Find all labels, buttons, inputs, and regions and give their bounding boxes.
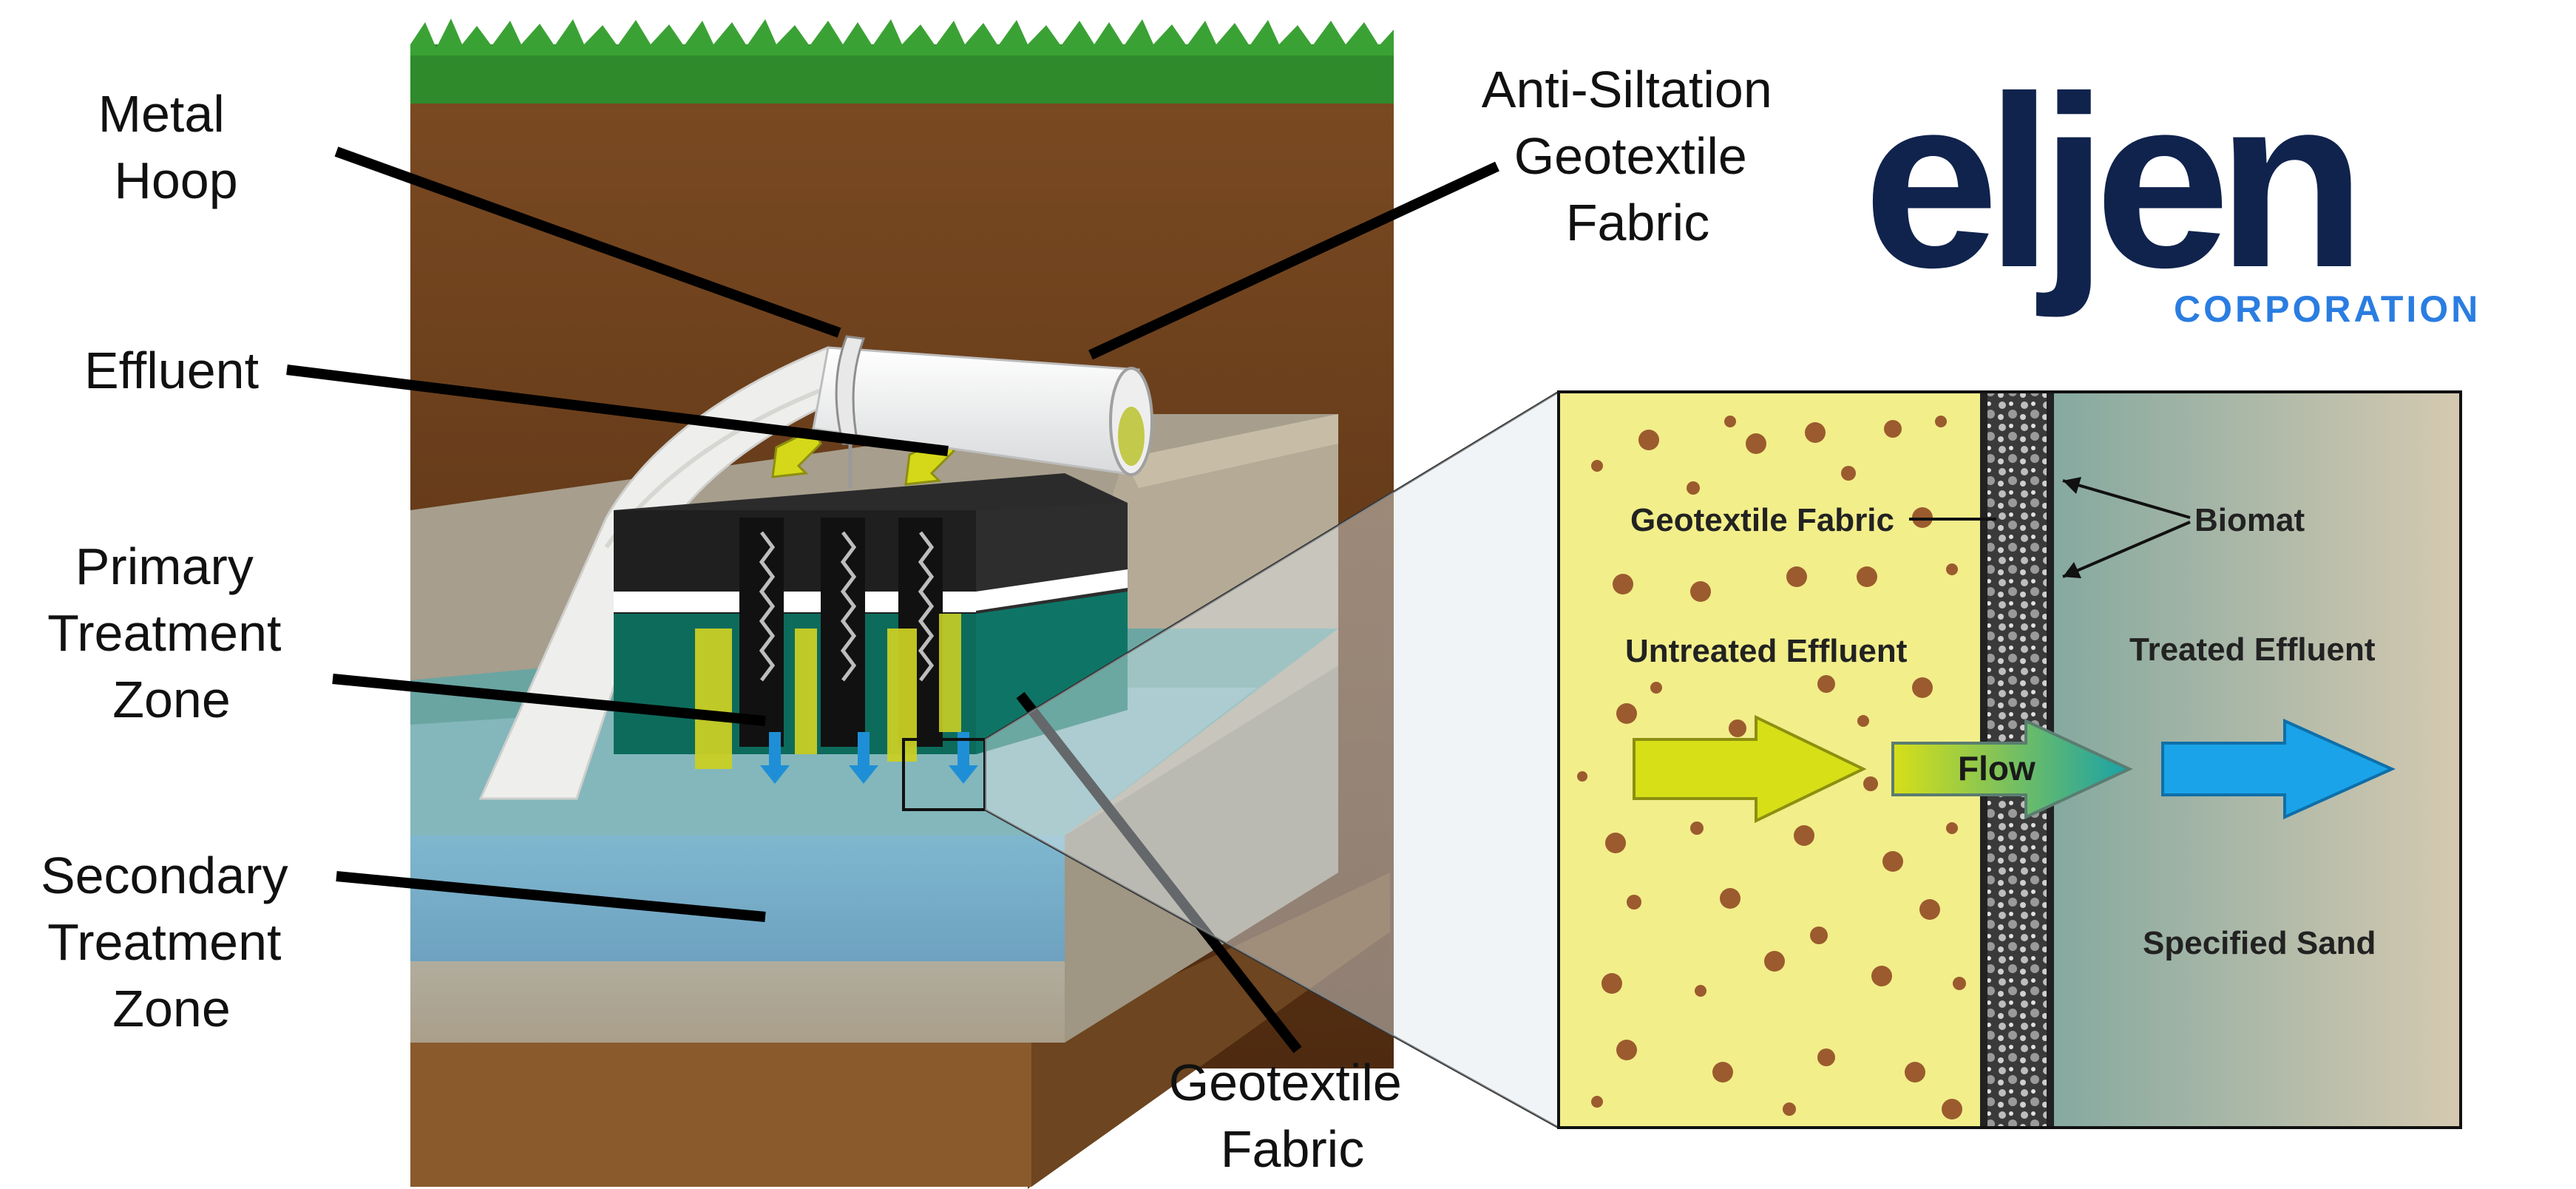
gsf-modules [614, 427, 1128, 811]
zoom-connectors [984, 390, 1559, 1129]
inset-detail: Geotextile Fabric Untreated Effluent Bio… [1557, 390, 2462, 1129]
distribution-pipe [812, 335, 1153, 488]
leader-lines [286, 146, 1499, 1054]
detail-box [902, 738, 986, 811]
logo-subtitle: CORPORATION [2174, 288, 2481, 330]
label-anti-siltation-fabric: Anti-Siltation Geotextile Fabric [1482, 61, 1786, 251]
left-labels: Metal Hoop Effluent Primary Treatment Zo… [41, 85, 302, 1037]
leader-secondary-zone [336, 871, 766, 922]
label-secondary-treatment-zone: Secondary Treatment Zone [41, 847, 302, 1037]
inset-treated-label: Treated Effluent [2129, 631, 2376, 668]
flow-label: Flow [1958, 749, 2036, 787]
zoom-cone [985, 392, 1559, 1128]
inset-untreated-label: Untreated Effluent [1625, 633, 1908, 669]
inset-particles [1577, 416, 1966, 1119]
leader-effluent [286, 365, 949, 456]
leader-anti-siltation [1088, 161, 1499, 360]
inset-sand-label: Specified Sand [2143, 925, 2376, 961]
label-effluent: Effluent [84, 342, 259, 399]
label-geotextile-fabric: Geotextile Fabric [1169, 1054, 1417, 1178]
inset-geotextile-label: Geotextile Fabric [1630, 502, 1894, 538]
leader-geotextile-bottom [1016, 691, 1302, 1054]
untreated-flow-arrow [1633, 714, 1867, 824]
inset-biomat-label: Biomat [2194, 502, 2305, 538]
label-metal-hoop: Metal Hoop [98, 85, 240, 209]
logo-wordmark: eljen [1863, 45, 2354, 319]
leader-primary-zone [332, 674, 766, 726]
transition-flow-arrow [1891, 718, 2133, 820]
treated-flow-arrow [2161, 718, 2396, 820]
label-primary-treatment-zone: Primary Treatment Zone [47, 538, 296, 728]
eljen-logo: eljen CORPORATION [1863, 45, 2481, 330]
leader-metal-hoop [334, 146, 841, 338]
